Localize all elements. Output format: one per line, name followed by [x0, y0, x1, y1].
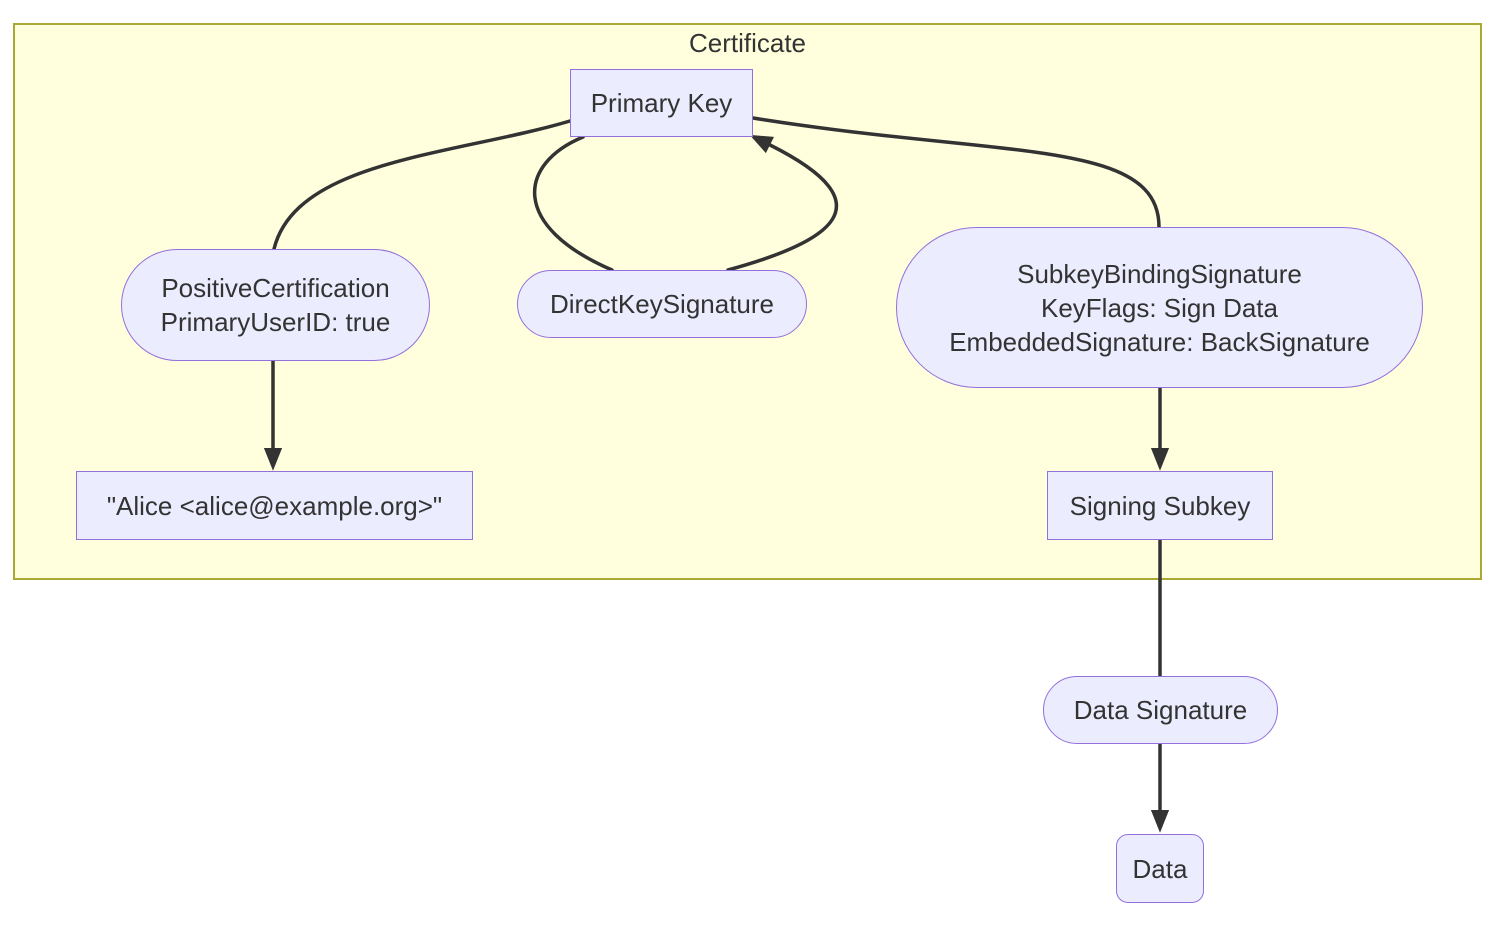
node-positive-certification-line1: PositiveCertification	[161, 273, 390, 303]
node-subkey-binding-signature-line1: SubkeyBindingSignature	[1017, 258, 1302, 289]
edge-primarykey-to-subkeybindingsignature	[751, 116, 1161, 229]
node-data-signature-label: Data Signature	[1073, 695, 1248, 725]
node-data: Data	[1116, 834, 1204, 903]
node-primary-key-label: Primary Key	[590, 88, 733, 118]
node-subkey-binding-signature-line2: KeyFlags: Sign Data	[1040, 292, 1278, 323]
edge-directkeysignature-to-primarykey	[726, 134, 839, 272]
node-data-label: Data	[1132, 853, 1188, 884]
node-alice-user-id: "Alice <alice@example.org>"	[76, 471, 473, 540]
node-positive-certification: PositiveCertification PrimaryUserID: tru…	[121, 249, 430, 361]
node-direct-key-signature: DirectKeySignature	[517, 270, 807, 338]
node-subkey-binding-signature-line3: EmbeddedSignature: BackSignature	[949, 326, 1370, 357]
node-signing-subkey-label: Signing Subkey	[1069, 490, 1251, 521]
certificate-cluster-label: Certificate	[688, 28, 807, 58]
node-alice-user-id-label: "Alice <alice@example.org>"	[106, 490, 443, 521]
node-data-signature: Data Signature	[1043, 676, 1278, 744]
node-primary-key: Primary Key	[570, 69, 753, 137]
node-subkey-binding-signature: SubkeyBindingSignature KeyFlags: Sign Da…	[896, 227, 1423, 388]
node-signing-subkey: Signing Subkey	[1047, 471, 1273, 540]
edge-primarykey-to-directkeysignature	[533, 135, 614, 272]
edge-primarykey-to-positivecertification	[272, 119, 572, 251]
node-direct-key-signature-label: DirectKeySignature	[550, 289, 774, 319]
node-positive-certification-line2: PrimaryUserID: true	[160, 307, 391, 337]
